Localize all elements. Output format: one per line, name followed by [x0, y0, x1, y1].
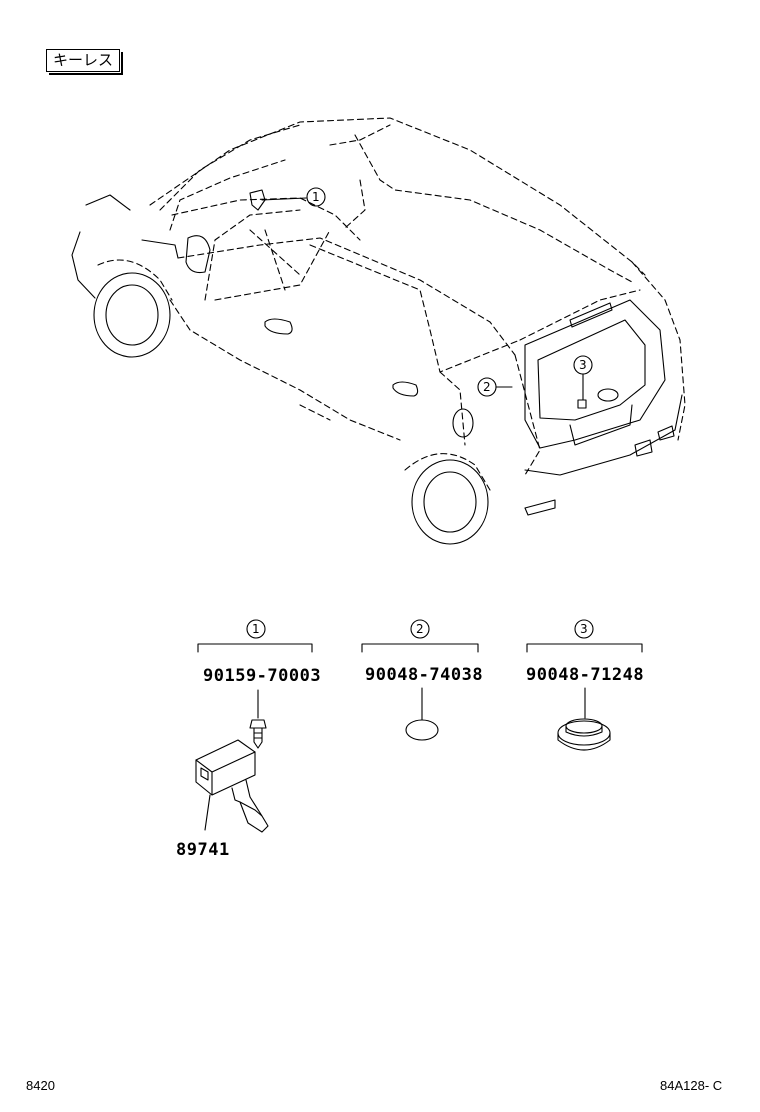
receiver-unit-icon	[195, 739, 269, 833]
part-3-header-number: 3	[580, 622, 588, 636]
callout-3-circle	[573, 355, 593, 375]
part-3-header-circle	[574, 619, 594, 639]
part-1-header-circle	[246, 619, 266, 639]
callout-2-circle	[477, 377, 497, 397]
part-2-header-circle	[410, 619, 430, 639]
vehicle-solid-details	[71, 189, 683, 545]
part-2-bracket	[361, 643, 479, 653]
plug-icon	[405, 719, 439, 741]
callout-3-number: 3	[579, 358, 587, 372]
vehicle-illustration	[97, 117, 686, 491]
callout-2-number: 2	[483, 380, 491, 394]
part-1-number: 90159-70003	[203, 666, 322, 686]
part-2-number: 90048-74038	[365, 665, 484, 685]
footer-page-code: 8420	[26, 1078, 55, 1093]
footer-diagram-code: 84A128- C	[660, 1078, 723, 1093]
part-3-bracket	[526, 643, 643, 653]
clip-screw-icon	[249, 689, 267, 749]
part-2-header-number: 2	[416, 622, 424, 636]
callout-1-number: 1	[312, 190, 320, 204]
part-3-number: 90048-71248	[526, 665, 645, 685]
callout-1-circle	[306, 187, 326, 207]
component-part-number: 89741	[176, 840, 230, 860]
part-1-header-number: 1	[252, 622, 260, 636]
grommet-icon	[557, 718, 611, 751]
callout-leaders	[261, 197, 584, 401]
part-1-bracket	[197, 643, 313, 653]
